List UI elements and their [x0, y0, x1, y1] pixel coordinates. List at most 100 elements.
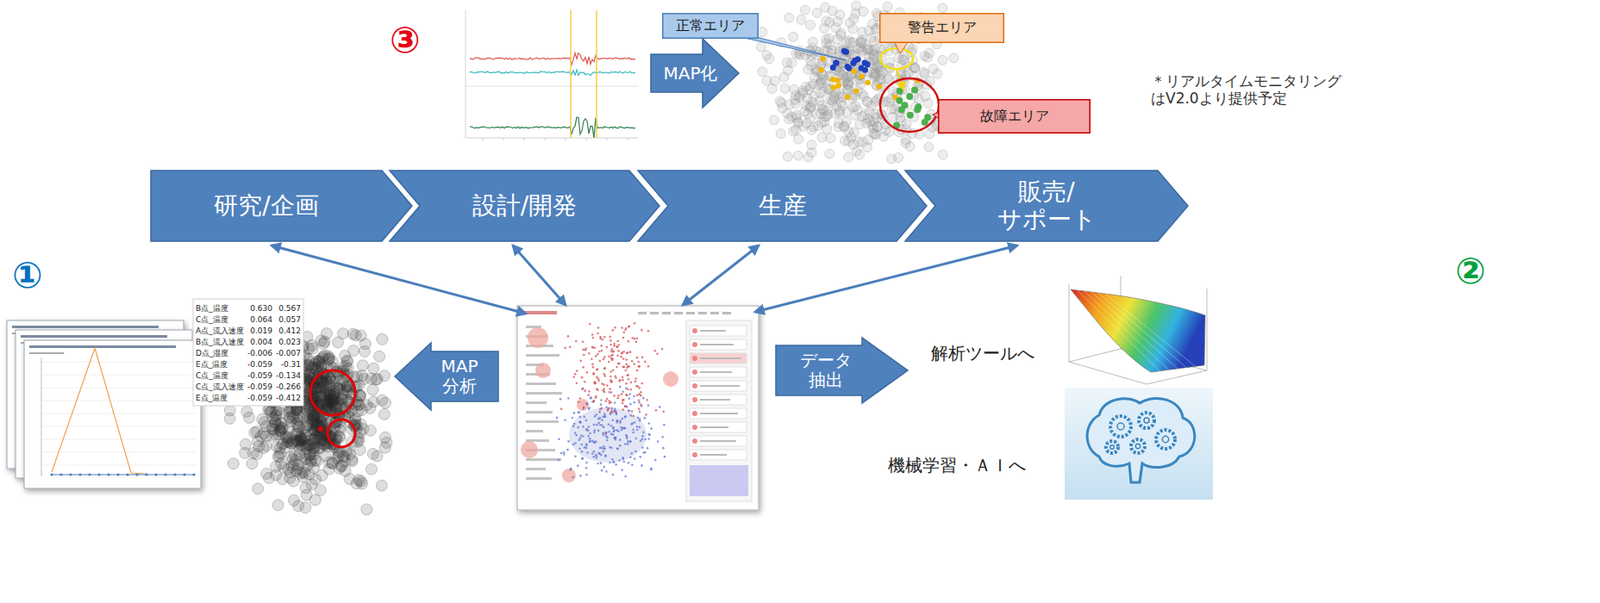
- data-point: [602, 445, 606, 449]
- data-point: [577, 400, 581, 404]
- data-point: [648, 422, 651, 425]
- double-arrow: [682, 245, 759, 306]
- node-label: 生産: [758, 192, 807, 220]
- data-point: [612, 369, 615, 373]
- data-point: [591, 439, 594, 443]
- report-line: [51, 348, 147, 475]
- data-point: [848, 24, 858, 34]
- data-point: [662, 424, 666, 427]
- data-point: [596, 332, 600, 336]
- panel-icon: [692, 411, 698, 417]
- report-dot: [154, 473, 157, 476]
- data-point: [784, 12, 794, 23]
- node-outline: [905, 170, 1188, 242]
- data-point: [873, 122, 883, 132]
- data-point: [648, 434, 651, 438]
- data-point: [593, 424, 596, 427]
- data-point: [615, 366, 619, 369]
- data-point: [631, 428, 635, 432]
- fault-point: [921, 118, 929, 126]
- data-point: [827, 6, 838, 16]
- axis-line: [41, 357, 43, 477]
- table-cell: C点_流入速度: [195, 381, 245, 394]
- data-point: [925, 129, 935, 139]
- report-dot: [135, 473, 138, 476]
- data-point: [574, 431, 577, 435]
- data-point: [624, 443, 627, 446]
- data-point: [609, 401, 613, 405]
- data-point: [559, 398, 563, 401]
- node-label: MAP化: [663, 63, 719, 84]
- report-title-bar: [20, 335, 168, 338]
- table-cell: 0.019: [245, 325, 273, 338]
- data-point: [267, 420, 279, 432]
- block-arrow: MAP 分析: [394, 343, 499, 411]
- data-point: [608, 391, 612, 394]
- data-point: [656, 440, 660, 444]
- data-point: [624, 369, 627, 373]
- data-point: [293, 459, 305, 471]
- data-point: [557, 437, 561, 441]
- data-point: [910, 63, 920, 74]
- data-point: [227, 458, 239, 470]
- data-point: [600, 462, 603, 465]
- data-point: [638, 411, 642, 414]
- node-label: 設計/開発: [472, 192, 577, 220]
- warning-point: [818, 67, 824, 73]
- axis-line: [465, 137, 638, 139]
- data-point: [846, 132, 857, 143]
- data-point: [629, 440, 632, 444]
- data-point: [625, 394, 629, 398]
- data-point: [591, 363, 594, 367]
- data-point: [598, 350, 601, 354]
- data-point: [609, 412, 613, 415]
- data-point: [593, 400, 596, 403]
- data-point: [628, 398, 632, 401]
- data-point: [616, 355, 619, 358]
- data-point: [637, 417, 640, 420]
- data-point: [562, 451, 566, 455]
- data-point: [612, 418, 615, 422]
- data-point: [601, 416, 605, 419]
- process-chevron: 設計/開発: [389, 170, 660, 242]
- data-point: [639, 391, 643, 394]
- data-point: [623, 331, 626, 335]
- data-point: [607, 431, 611, 434]
- table-cell: E点_温度: [195, 393, 245, 405]
- data-point: [592, 337, 595, 340]
- table-cell: -0.006: [245, 348, 273, 360]
- side-panel: [686, 320, 752, 502]
- data-point: [618, 421, 622, 425]
- data-point: [612, 394, 616, 398]
- data-point: [620, 418, 624, 421]
- axis-line: [465, 86, 638, 88]
- data-point: [597, 418, 600, 421]
- data-point: [587, 393, 590, 397]
- gear-hub: [1135, 443, 1140, 449]
- data-point: [768, 115, 779, 125]
- data-point: [631, 337, 635, 340]
- table-cell: A点_流入速度: [195, 325, 245, 338]
- data-point: [614, 463, 618, 467]
- data-point: [594, 457, 598, 461]
- data-point: [286, 405, 298, 417]
- report-dot: [106, 473, 110, 476]
- data-point: [288, 494, 300, 507]
- data-point: [601, 431, 605, 435]
- tick: [606, 137, 608, 141]
- data-point: [615, 345, 619, 349]
- data-point: [609, 370, 613, 374]
- panel-row: [689, 367, 747, 378]
- data-point: [615, 413, 619, 417]
- data-point: [629, 441, 632, 444]
- data-point: [612, 429, 616, 432]
- data-point: [603, 356, 607, 359]
- data-point: [224, 412, 236, 425]
- tick: [503, 137, 505, 141]
- data-point: [647, 365, 650, 369]
- highlight-dot: [318, 426, 324, 432]
- data-point: [624, 416, 627, 419]
- tick: [586, 137, 588, 141]
- data-point: [590, 396, 594, 400]
